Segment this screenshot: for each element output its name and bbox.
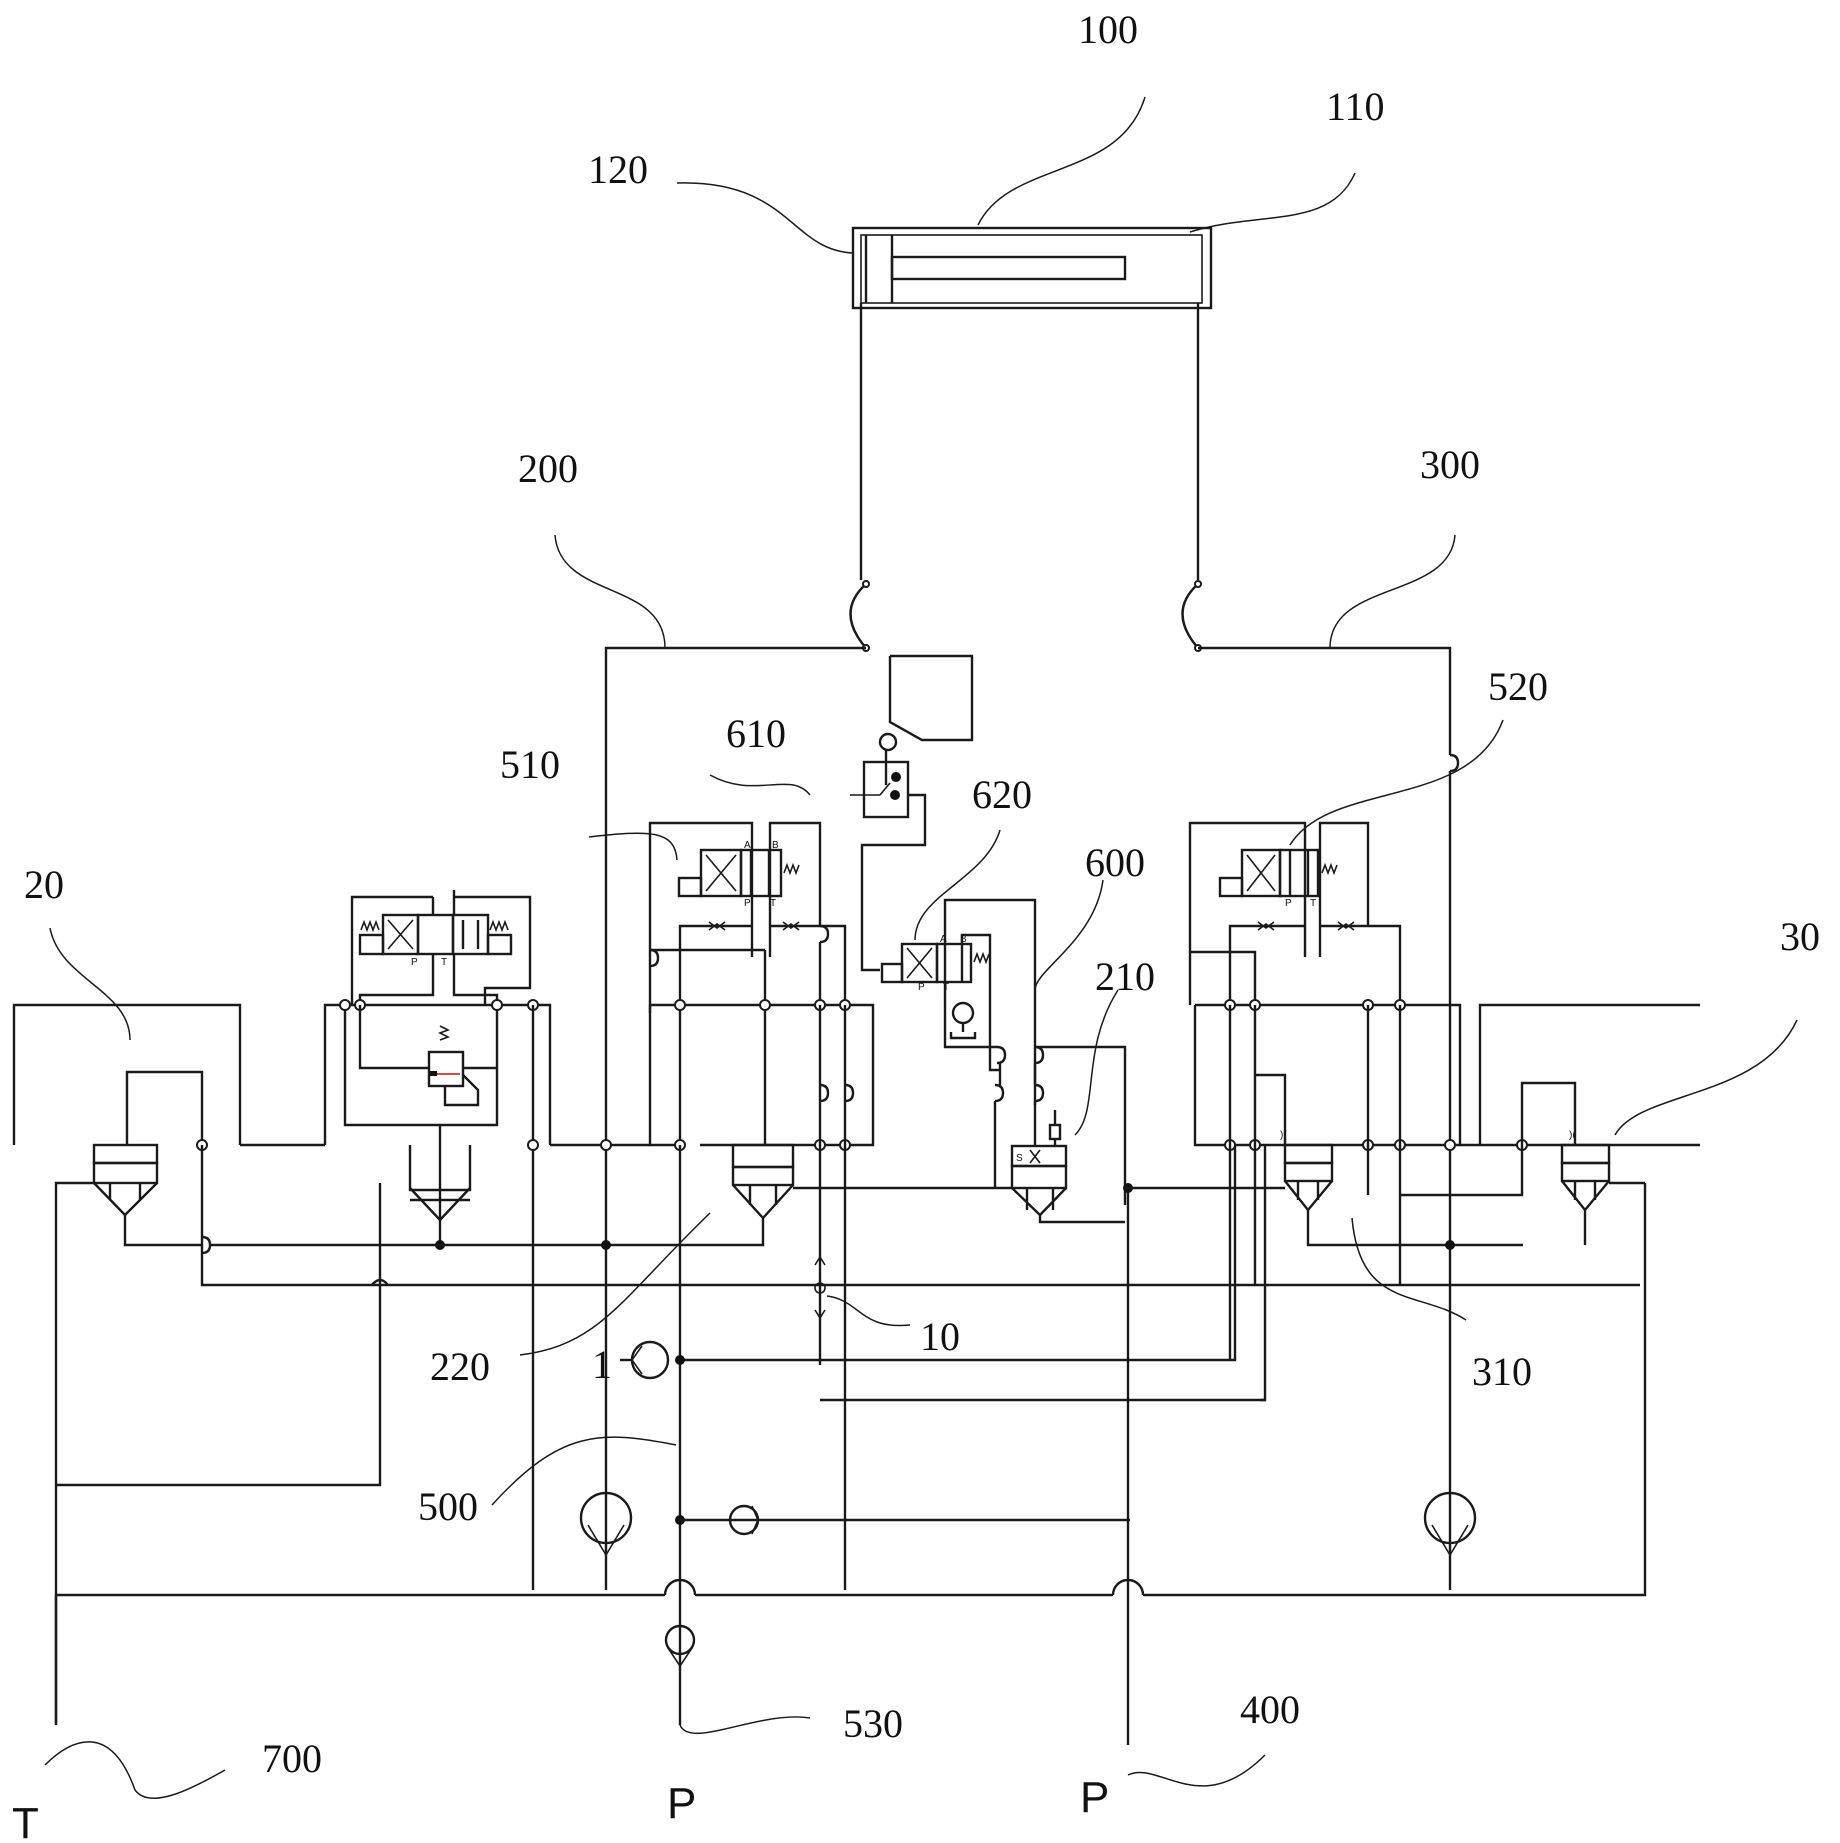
- cartridge-valve-310: [1125, 1143, 1523, 1250]
- hydraulic-cylinder: [851, 226, 1213, 580]
- svg-text:P: P: [1285, 898, 1292, 909]
- label-100: 100: [1078, 7, 1138, 52]
- label-700: 700: [262, 1736, 322, 1781]
- cartridge-valve-left: [408, 1145, 472, 1250]
- label-210: 210: [1095, 954, 1155, 999]
- svg-text:P: P: [744, 898, 751, 909]
- check-valve-right: [1423, 1491, 1477, 1557]
- cartridge-valve-210: S: [1010, 1110, 1125, 1224]
- leader-lines: [44, 96, 1798, 1799]
- block-20: [12, 1003, 382, 1725]
- brake-line-600: [1035, 1045, 1127, 1205]
- label-110: 110: [1326, 84, 1385, 129]
- hose-right: [1181, 583, 1199, 649]
- svg-text:T: T: [1310, 898, 1316, 909]
- svg-text:P: P: [918, 982, 925, 993]
- hose-left: [849, 583, 867, 649]
- label-600: 600: [1085, 840, 1145, 885]
- line-200: [604, 646, 866, 1590]
- label-500: 500: [418, 1484, 478, 1529]
- label-300: 300: [1420, 442, 1480, 487]
- label-120: 120: [588, 147, 648, 192]
- svg-text:)(: )(: [1569, 1130, 1576, 1141]
- tank-rail-700: [54, 1183, 1647, 1745]
- label-10: 10: [920, 1314, 960, 1359]
- accumulator-box: [888, 654, 974, 742]
- manual-valve-610: [850, 732, 927, 972]
- svg-text:T: T: [441, 957, 447, 968]
- test-point-10: [814, 1255, 826, 1320]
- label-610: 610: [726, 711, 786, 756]
- port-t: T: [12, 1799, 39, 1843]
- label-30: 30: [1780, 914, 1820, 959]
- port-p-main: P: [1080, 1773, 1109, 1822]
- label-220: 220: [430, 1344, 490, 1389]
- label-520: 520: [1488, 664, 1548, 709]
- label-1: 1: [592, 1342, 612, 1387]
- label-530: 530: [843, 1701, 903, 1746]
- pilot-line-500: [579, 1145, 1130, 1725]
- line-300: [1198, 646, 1452, 755]
- svg-text:B: B: [960, 934, 967, 945]
- label-200: 200: [518, 446, 578, 491]
- svg-text:S: S: [1016, 1153, 1023, 1164]
- svg-text:A: A: [744, 840, 751, 851]
- label-310: 310: [1472, 1349, 1532, 1394]
- pilot-valve-510: P T A B: [648, 821, 847, 1013]
- svg-text:P: P: [411, 957, 418, 968]
- label-620: 620: [972, 772, 1032, 817]
- svg-text:B: B: [772, 840, 779, 851]
- pilot-valve-520: P T )(: [1188, 821, 1462, 1360]
- label-20: 20: [24, 862, 64, 907]
- label-510: 510: [500, 742, 560, 787]
- block-30: )(: [1400, 1003, 1700, 1245]
- directional-valve-left: P T: [323, 890, 552, 1590]
- svg-text:)(: )(: [1280, 1130, 1287, 1141]
- port-p-pilot: P: [667, 1779, 696, 1828]
- svg-text:A: A: [940, 934, 947, 945]
- solenoid-valve-620: P T A B: [880, 898, 1037, 1105]
- svg-text:T: T: [770, 898, 776, 909]
- label-400: 400: [1240, 1687, 1300, 1732]
